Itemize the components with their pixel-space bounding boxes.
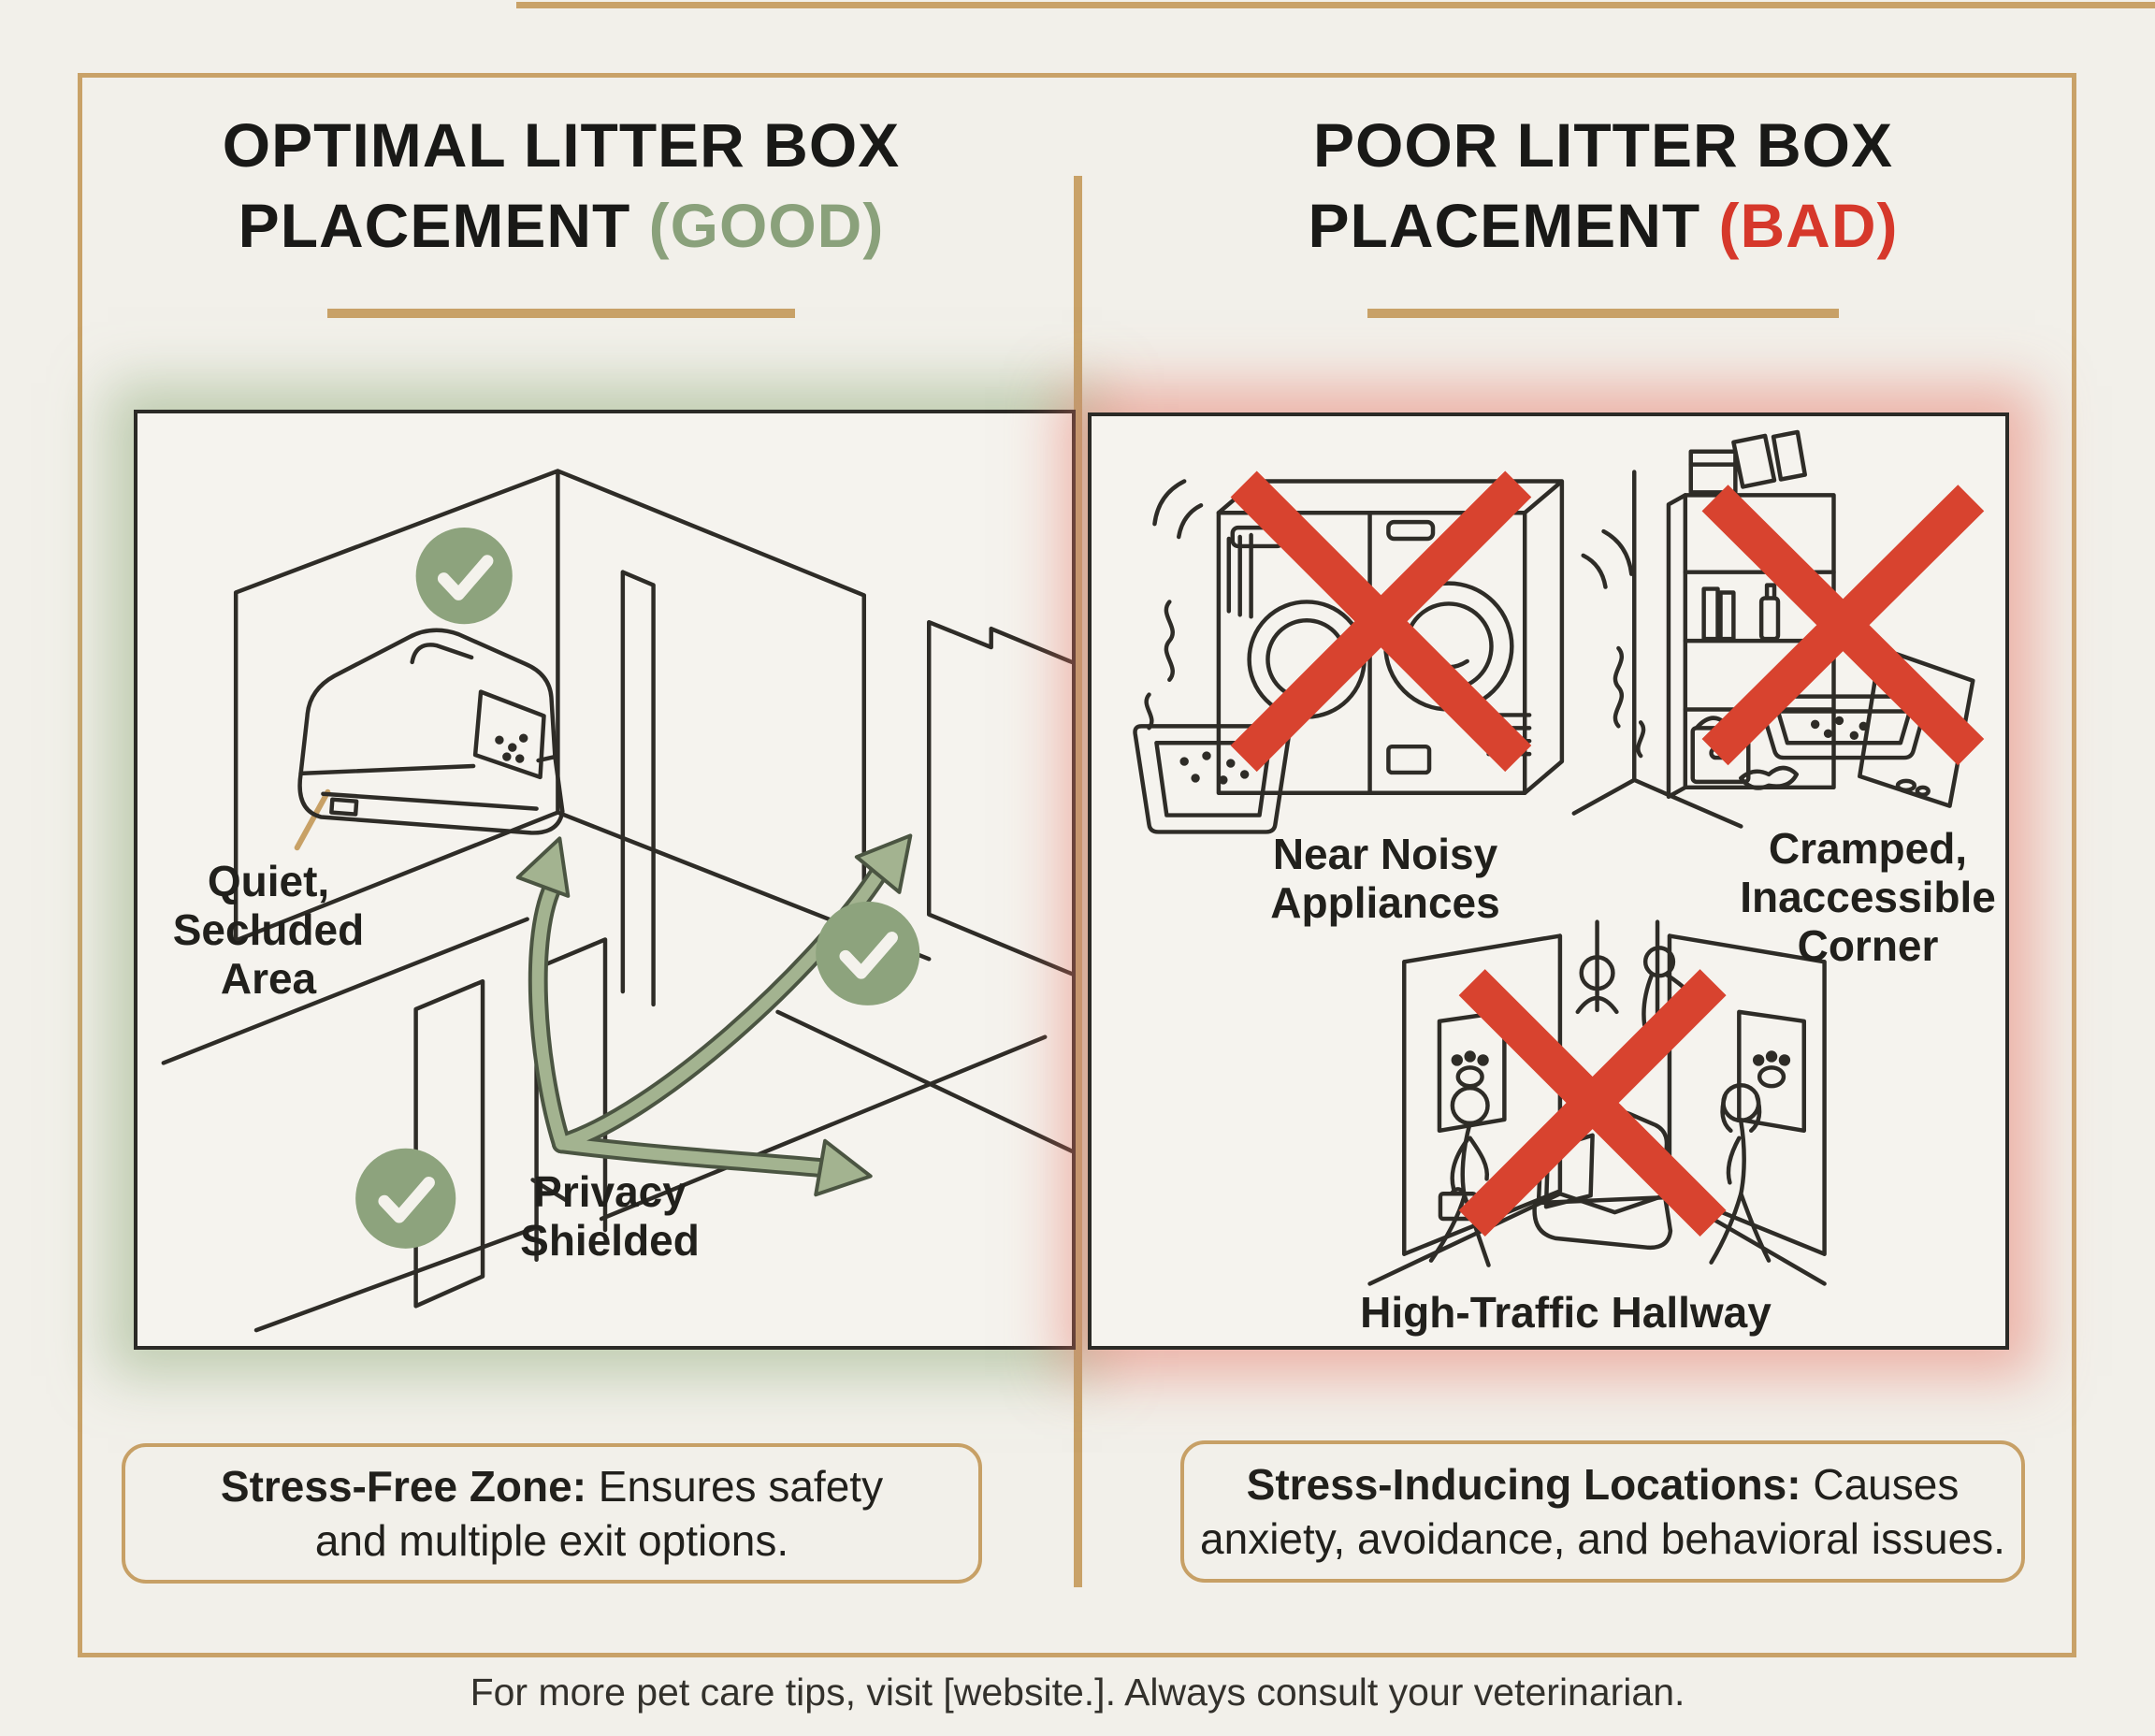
cramped-corner-label: Cramped, Inaccessible Corner <box>1740 824 1996 970</box>
good-placement-panel: Quiet, Secluded Area Privacy Shielded <box>134 410 1076 1350</box>
red-x-icon <box>1458 969 1727 1237</box>
left-title-underline <box>327 309 795 318</box>
left-title-line2: PLACEMENT (GOOD) <box>238 191 885 260</box>
note-line2: and multiple exit options. <box>314 1516 789 1565</box>
red-x-icon <box>1701 485 1985 766</box>
quiet-secluded-label: Quiet, Secluded Area <box>172 857 365 1003</box>
check-circle-icon <box>816 901 920 1005</box>
quiet-pointer-line <box>294 788 331 851</box>
outer-frame <box>78 73 2076 1657</box>
exit-arrows-icon <box>515 833 913 1197</box>
covered-litter-box-icon <box>297 628 565 835</box>
privacy-shielded-label: Privacy Shielded <box>520 1167 700 1265</box>
footer-text: For more pet care tips, visit [website.]… <box>470 1671 1685 1714</box>
top-accent-strip <box>516 2 2155 8</box>
left-title: OPTIMAL LITTER BOX PLACEMENT (GOOD) <box>140 105 982 266</box>
left-title-line1: OPTIMAL LITTER BOX <box>222 110 901 180</box>
center-divider <box>1074 176 1082 1587</box>
note-line1: Stress-Free Zone: Ensures safety <box>220 1462 884 1511</box>
right-title-line1: POOR LITTER BOX <box>1312 110 1894 180</box>
high-traffic-hallway-label: High-Traffic Hallway <box>1360 1288 1772 1337</box>
near-noisy-appliances-label: Near Noisy Appliances <box>1270 830 1500 927</box>
right-title-underline <box>1367 309 1839 318</box>
stress-free-note: Stress-Free Zone: Ensures safety and mul… <box>122 1443 982 1584</box>
good-badge: (GOOD) <box>648 191 885 260</box>
check-circle-icon <box>355 1148 456 1249</box>
litter-tray-icon <box>1757 694 1930 760</box>
good-placement-illustration <box>161 469 1072 1333</box>
shelf-corner-icon <box>1571 429 1975 829</box>
right-title-line2: PLACEMENT (BAD) <box>1308 191 1899 260</box>
red-x-icon <box>1230 470 1532 773</box>
poor-placement-illustration <box>1133 429 1985 1286</box>
stress-inducing-note: Stress-Inducing Locations: Causes anxiet… <box>1180 1440 2025 1583</box>
note-line2: anxiety, avoidance, and behavioral issue… <box>1200 1514 2005 1563</box>
note-line1: Stress-Inducing Locations: Causes <box>1246 1460 1960 1509</box>
poor-placement-panel: Near Noisy Appliances Cramped, Inaccessi… <box>1088 412 2009 1350</box>
right-title: POOR LITTER BOX PLACEMENT (BAD) <box>1182 105 2024 266</box>
check-circle-icon <box>415 528 513 625</box>
bad-badge: (BAD) <box>1718 191 1899 260</box>
